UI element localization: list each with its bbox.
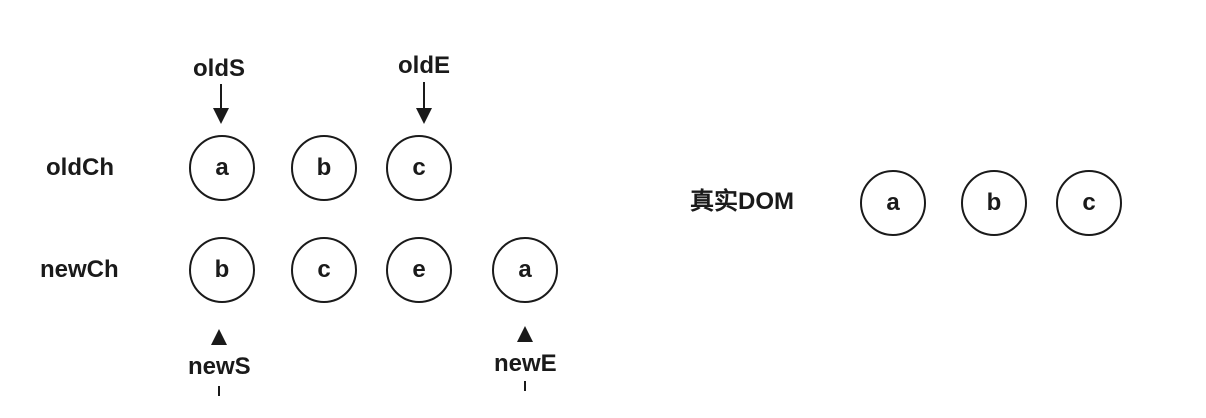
new-child-node: e bbox=[386, 237, 452, 303]
real-dom-node: b bbox=[961, 170, 1027, 236]
new-start-pointer-label: newS bbox=[188, 353, 251, 380]
new-end-arrow bbox=[517, 326, 533, 346]
new-start-arrow bbox=[211, 329, 227, 349]
new-end-pointer-label: newE bbox=[494, 350, 557, 377]
new-children-label: newCh bbox=[40, 256, 119, 283]
old-child-node: c bbox=[386, 135, 452, 201]
old-start-arrow bbox=[213, 84, 229, 124]
new-child-node: a bbox=[492, 237, 558, 303]
old-child-node: b bbox=[291, 135, 357, 201]
real-dom-node: a bbox=[860, 170, 926, 236]
new-start-arrow-tail bbox=[218, 386, 220, 396]
real-dom-label: 真实DOM bbox=[690, 188, 794, 215]
old-end-pointer-label: oldE bbox=[398, 52, 450, 79]
old-start-pointer-label: oldS bbox=[193, 55, 245, 82]
old-child-node: a bbox=[189, 135, 255, 201]
new-end-arrow-tail bbox=[524, 381, 526, 391]
old-children-label: oldCh bbox=[46, 154, 114, 181]
real-dom-node: c bbox=[1056, 170, 1122, 236]
old-end-arrow bbox=[416, 82, 432, 124]
new-child-node: c bbox=[291, 237, 357, 303]
new-child-node: b bbox=[189, 237, 255, 303]
